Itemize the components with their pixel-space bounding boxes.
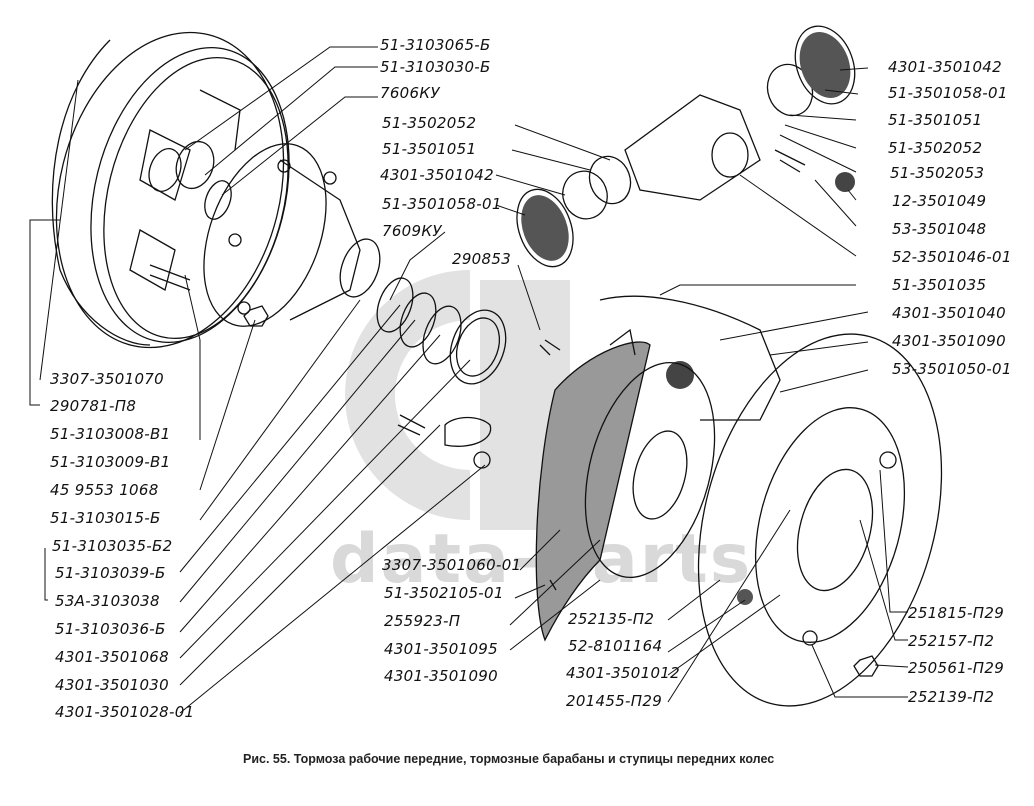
part-label: 7609КУ <box>382 222 442 240</box>
part-label: 51-3103030-Б <box>380 58 491 76</box>
part-label: 51-3103065-Б <box>380 36 491 54</box>
part-label: 252135-П2 <box>568 610 655 628</box>
part-label: 51-3502105-01 <box>384 584 504 602</box>
part-label: 51-3103036-Б <box>55 620 166 638</box>
part-label: 51-3501058-01 <box>888 84 1008 102</box>
part-label: 3307-3501070 <box>50 370 164 388</box>
part-label: 53-3501050-01 <box>892 360 1012 378</box>
part-label: 4301-3501030 <box>55 676 169 694</box>
part-label: 4301-3501012 <box>566 664 680 682</box>
part-label: 4301-3501090 <box>384 667 498 685</box>
wheel-cylinder <box>516 25 856 268</box>
part-label: 51-3501058-01 <box>382 195 502 213</box>
brake-drum <box>51 31 290 349</box>
part-label: 51-3103015-Б <box>50 509 161 527</box>
part-label: 4301-3501095 <box>384 640 498 658</box>
part-label: 51-3103009-В1 <box>50 453 171 471</box>
part-label: 51-3103008-В1 <box>50 425 171 443</box>
part-label: 53-3501048 <box>892 220 987 238</box>
part-label: 201455-П29 <box>566 692 663 710</box>
leader-lines <box>29 46 909 714</box>
part-label: 250561-П29 <box>908 659 1005 677</box>
part-label: 4301-3501068 <box>55 648 169 666</box>
part-label: 255923-П <box>384 612 461 630</box>
part-label: 7606КУ <box>380 84 440 102</box>
bearing-and-seals <box>148 140 507 469</box>
part-label: 51-3103039-Б <box>55 564 166 582</box>
brake-shoe <box>535 295 781 642</box>
part-label: 12-3501049 <box>892 192 987 210</box>
part-label: 52-3501046-01 <box>892 248 1012 266</box>
part-label: 53А-3103038 <box>55 592 160 610</box>
part-label: 45 9553 1068 <box>50 481 159 499</box>
part-label: 252139-П2 <box>908 688 995 706</box>
part-label: 51-3502053 <box>890 164 985 182</box>
part-label: 51-3502052 <box>382 114 477 132</box>
wheel-hub <box>203 143 381 327</box>
part-label: 251815-П29 <box>908 604 1005 622</box>
part-label: 290781-П8 <box>50 397 137 415</box>
part-label: 51-3501051 <box>888 111 983 129</box>
part-label: 4301-3501090 <box>892 332 1006 350</box>
part-label: 51-3501051 <box>382 140 477 158</box>
part-label: 4301-3501042 <box>380 166 494 184</box>
part-label: 4301-3501028-01 <box>55 703 195 721</box>
part-label: 4301-3501040 <box>892 304 1006 322</box>
part-label: 51-3502052 <box>888 139 983 157</box>
brake-backing-plate <box>539 333 943 707</box>
part-label: 4301-3501042 <box>888 58 1002 76</box>
part-label: 51-3103035-Б2 <box>52 537 173 555</box>
part-label: 51-3501035 <box>892 276 987 294</box>
part-label: 3307-3501060-01 <box>382 556 522 574</box>
figure-caption: Рис. 55. Тормоза рабочие передние, тормо… <box>243 752 775 766</box>
part-label: 290853 <box>452 250 512 268</box>
part-label: 252157-П2 <box>908 632 995 650</box>
part-label: 52-8101164 <box>568 637 663 655</box>
watermark-logo <box>345 270 570 530</box>
